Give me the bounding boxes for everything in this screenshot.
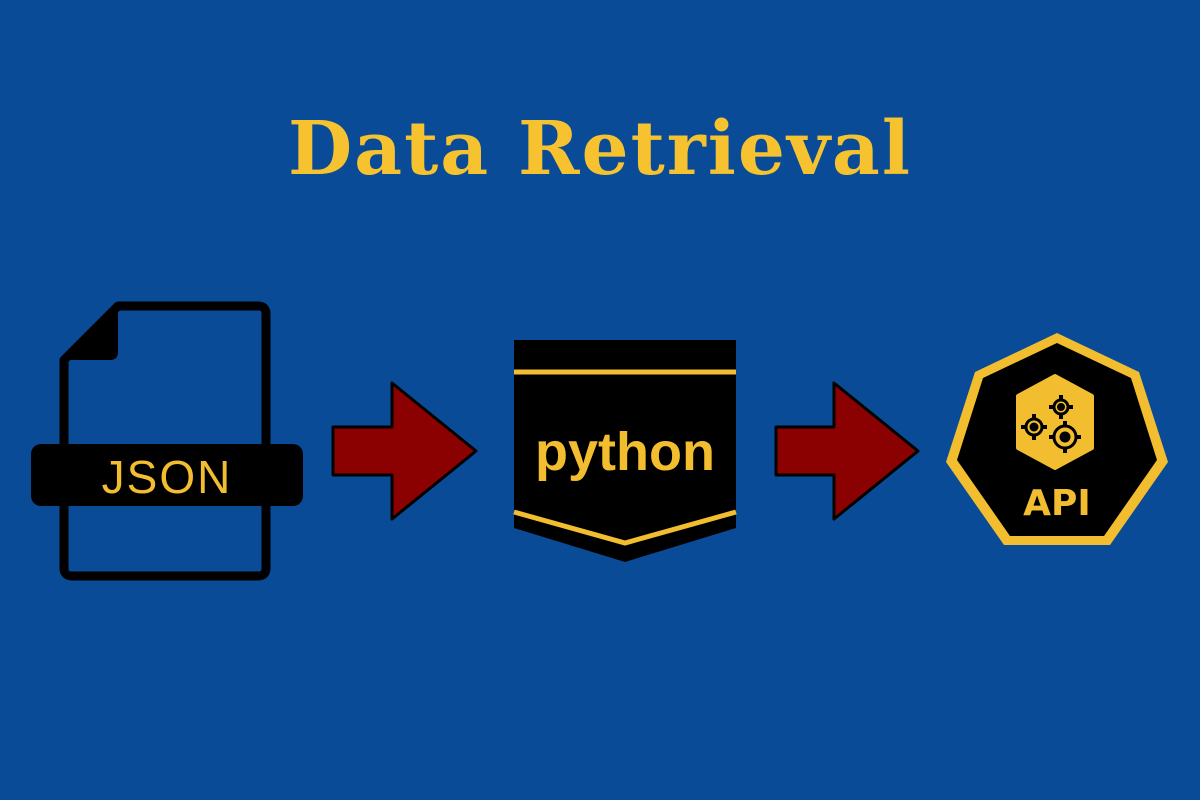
json-file-icon: JSON [31,301,303,581]
python-badge-icon: python [513,340,737,562]
json-label: JSON [102,451,233,503]
diagram-title: Data Retrieval [287,106,912,192]
python-label: python [535,422,715,482]
arrow-json-to-python [331,381,478,521]
api-gears-icon: API [946,333,1168,545]
api-label: API [1023,483,1091,524]
arrow-python-to-api [774,381,920,521]
